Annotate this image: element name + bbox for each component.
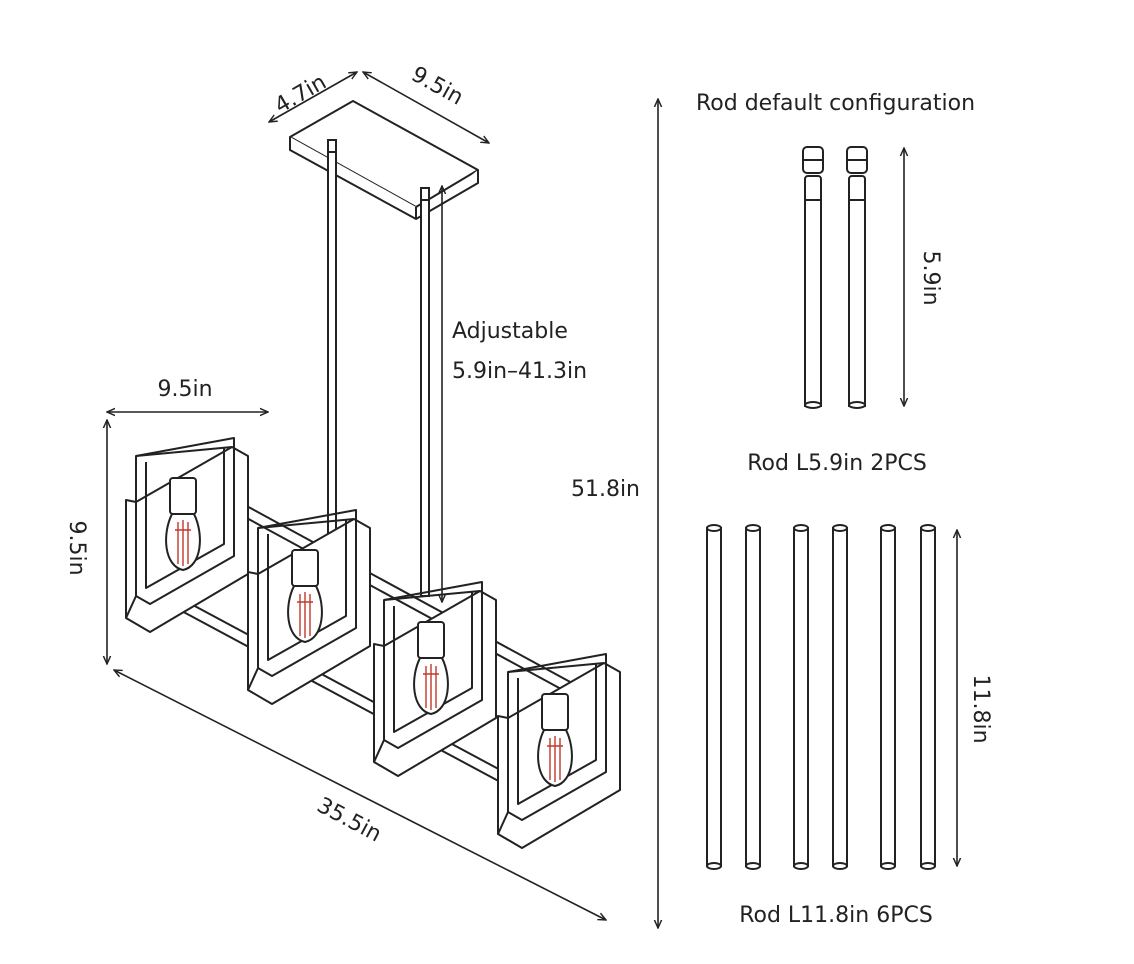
long-rod-5 [880,524,896,870]
overall-length-label: 35.5in [313,793,386,847]
edison-bulb-icon [287,549,323,643]
overall-height-label: 51.8in [571,477,640,502]
frame-module-1 [125,437,249,633]
adjustable-range-label: 5.9in–41.3in [452,359,587,384]
canopy-length-label: 9.5in [407,62,467,111]
edison-bulb-icon [413,621,449,715]
short-rod-length-label: 5.9in [918,250,943,305]
rod-config-title: Rod default configuration [696,91,975,116]
long-rod-4 [832,524,848,870]
frame-height-label: 9.5in [64,520,89,575]
long-rod-caption: Rod L11.8in 6PCS [739,903,933,928]
canopy-length-arrow [363,72,489,143]
chandelier-frame-icon [125,437,621,849]
short-rod-1 [802,146,824,409]
frame-module-4 [497,653,621,849]
edison-bulb-icon [165,477,201,571]
long-rod-group [706,524,936,870]
canopy-width-arrow [269,72,357,122]
canopy-width-label: 4.7in [271,70,331,119]
short-rod-caption: Rod L5.9in 2PCS [747,451,927,476]
long-rod-6 [920,524,936,870]
edison-bulb-icon [537,693,573,787]
long-rod-3 [793,524,809,870]
dimension-arrows [107,72,957,928]
frame-width-label: 9.5in [157,377,212,402]
overall-length-arrow [114,670,606,920]
long-rod-length-label: 11.8in [968,674,993,743]
long-rod-1 [706,524,722,870]
adjustable-label: Adjustable [452,319,568,344]
long-rod-2 [745,524,761,870]
short-rod-2 [846,146,868,409]
short-rod-group [802,146,868,409]
ceiling-canopy-icon [289,100,479,220]
frame-module-3 [373,581,497,777]
